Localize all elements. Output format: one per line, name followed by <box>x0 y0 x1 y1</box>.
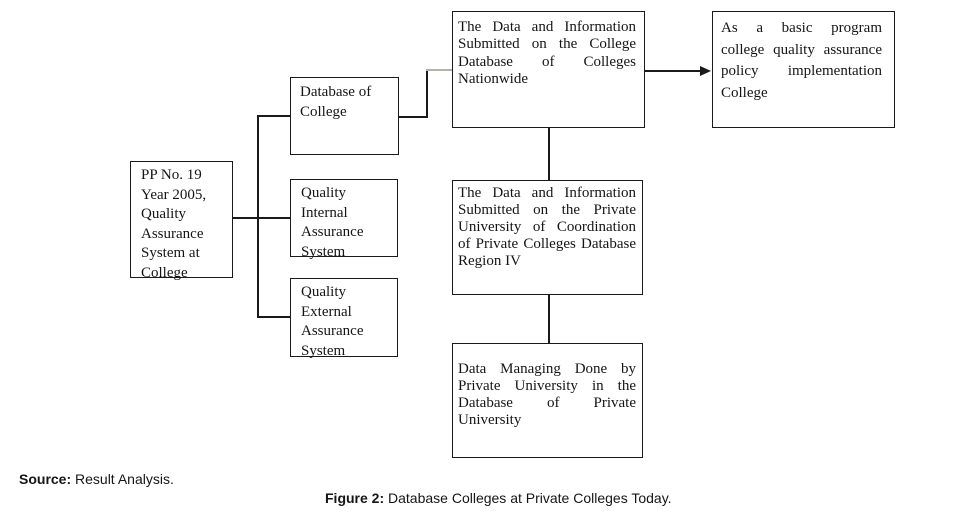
source-caption-label: Source: <box>19 471 72 487</box>
box-database-of-college-text: Database of College <box>300 84 372 120</box>
connector-nationwide-to-region-iv <box>548 128 550 180</box>
arrow-nationwide-to-policy-line <box>645 70 703 72</box>
box-policy-implementation: As a basic program college quality assur… <box>712 11 895 128</box>
box-quality-internal-text: Quality Internal Assurance System <box>301 185 364 260</box>
box-private-region-iv-text: The Data and Information Submitted on th… <box>458 185 636 269</box>
figure-caption-text: Database Colleges at Private Colleges To… <box>384 490 672 506</box>
connector-database-to-nationwide <box>426 69 452 71</box>
connector-region-iv-to-data-managing <box>548 295 550 343</box>
box-quality-internal: Quality Internal Assurance System <box>290 179 398 260</box>
box-policy-implementation-text: As a basic program college quality assur… <box>721 20 882 101</box>
figure-caption-label: Figure 2: <box>325 490 385 506</box>
box-private-region-iv: The Data and Information Submitted on th… <box>452 180 643 295</box>
connector-database-elbow-h <box>398 116 428 118</box>
connector-root-to-internal <box>233 217 290 219</box>
box-college-nationwide: The Data and Information Submitted on th… <box>452 11 645 128</box>
box-pp-no-19-text: PP No. 19 Year 2005, Quality Assurance S… <box>141 167 207 281</box>
box-college-nationwide-text: The Data and Information Submitted on th… <box>458 19 636 87</box>
box-database-of-college: Database of College <box>290 77 399 155</box>
box-quality-external: Quality External Assurance System <box>290 278 398 359</box>
connector-trunk-to-database <box>257 115 290 117</box>
source-caption-text: Result Analysis. <box>71 471 174 487</box>
connector-trunk-to-external <box>257 316 290 318</box>
connector-database-elbow-v <box>426 69 428 118</box>
box-pp-no-19: PP No. 19 Year 2005, Quality Assurance S… <box>130 161 233 281</box>
box-data-managing: Data Managing Done by Private University… <box>452 343 643 458</box>
source-caption: Source: Result Analysis. <box>19 471 174 487</box>
box-quality-external-text: Quality External Assurance System <box>301 284 364 359</box>
arrow-nationwide-to-policy-head <box>700 66 711 76</box>
box-data-managing-text: Data Managing Done by Private University… <box>458 361 636 428</box>
figure-caption: Figure 2: Database Colleges at Private C… <box>325 490 672 506</box>
connector-trunk <box>257 115 259 318</box>
